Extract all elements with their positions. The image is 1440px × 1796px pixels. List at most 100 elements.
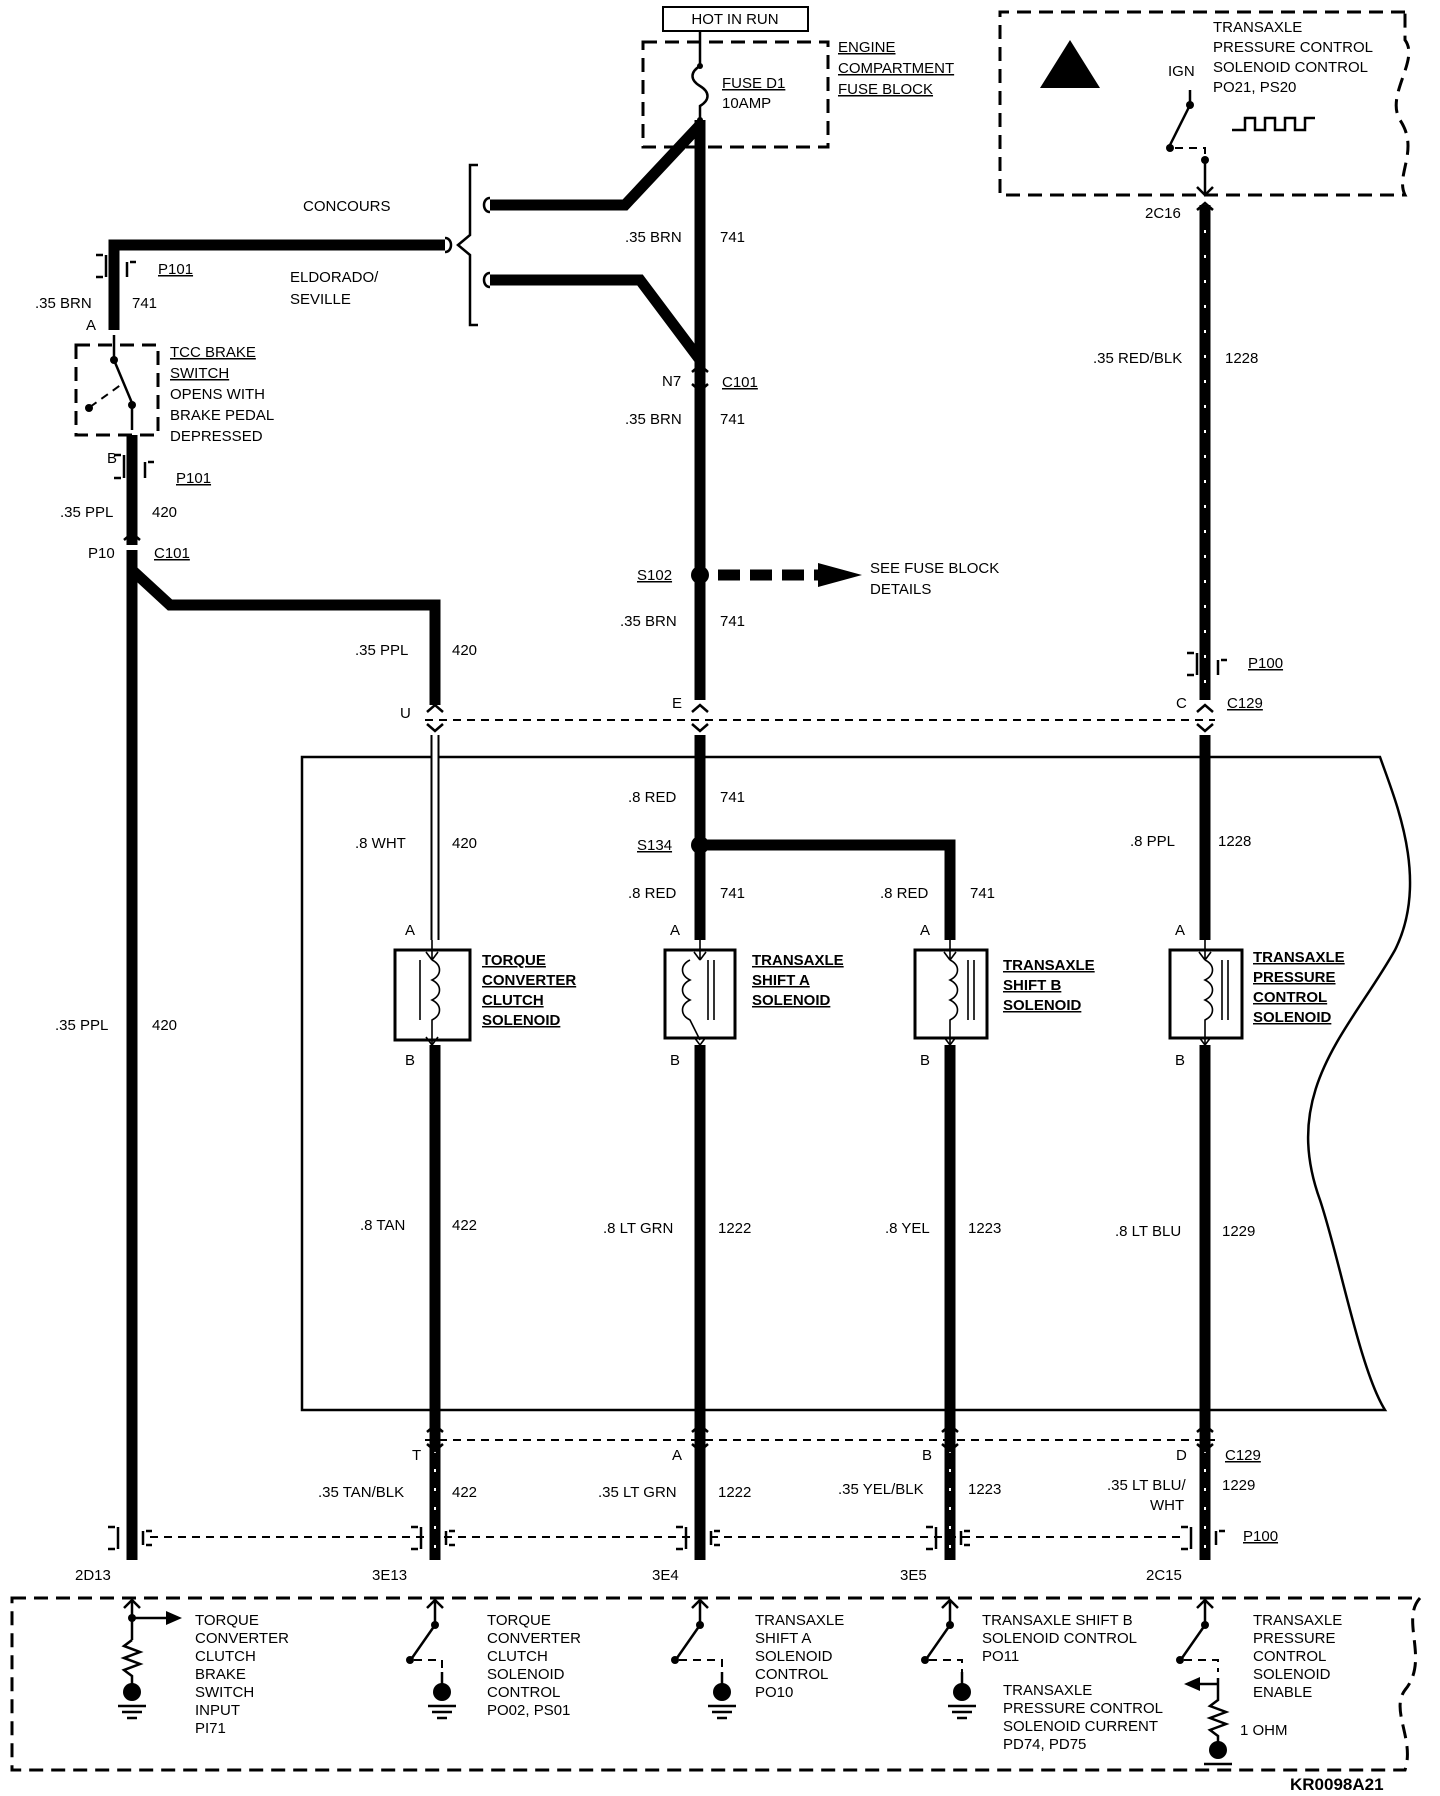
pcm-tcc-control-4: SOLENOID — [487, 1666, 565, 1683]
brake-pin-b: B — [107, 450, 117, 467]
wire-1228-ppl-label: .8 PPL — [1130, 833, 1175, 850]
esd-warning-icon — [1040, 40, 1100, 88]
svg-text:A: A — [670, 922, 680, 939]
pcm-brake-input-6: INPUT — [195, 1702, 240, 1719]
pcm-brake-input-circuit — [118, 1598, 182, 1720]
pcm-pin-2c15: 2C15 — [1146, 1567, 1182, 1584]
wire-420-circuit-1: 420 — [152, 504, 177, 521]
solenoid-shift-a-label-1: TRANSAXLE — [752, 952, 844, 969]
solenoid-tcc: A B — [393, 922, 472, 1069]
wire-1229-ltblu-label: .8 LT BLU — [1115, 1223, 1181, 1240]
model-brace — [456, 163, 478, 327]
wire-420-ppl-label-1: .35 PPL — [60, 504, 113, 521]
see-fuse-label-1: SEE FUSE BLOCK — [870, 560, 999, 577]
wire-1223-yel-label: .8 YEL — [885, 1220, 930, 1237]
wire-741-red-label-1: .8 RED — [628, 789, 677, 806]
brake-switch-outline — [74, 343, 160, 437]
solenoid-shift-a: A B — [663, 922, 737, 1069]
splice-s134-label: S134 — [637, 837, 672, 854]
pcm-pc-enable-4: SOLENOID — [1253, 1666, 1331, 1683]
pcm-pc-current-4: PD74, PD75 — [1003, 1736, 1086, 1753]
ecm-title-2: PRESSURE CONTROL — [1213, 39, 1373, 56]
conn-p100-1: P100 — [1248, 655, 1283, 672]
fuse-symbol — [691, 48, 709, 120]
conn-p100-2: P100 — [1243, 1528, 1278, 1545]
solenoid-shift-b-label-1: TRANSAXLE — [1003, 957, 1095, 974]
ecm-title-3: SOLENOID CONTROL — [1213, 59, 1368, 76]
wire-422-tanblk-label: .35 TAN/BLK — [318, 1484, 404, 1501]
wire-1229-ltbluwht-label-1: .35 LT BLU/ — [1107, 1477, 1186, 1494]
solenoid-pc-label-3: CONTROL — [1253, 989, 1327, 1006]
wire-741-brn-label-4: .35 BRN — [35, 295, 92, 312]
solenoid-shift-a-label-2: SHIFT A — [752, 972, 810, 989]
solenoid-shift-a-label-3: SOLENOID — [752, 992, 831, 1009]
wire-741-red-label-2: .8 RED — [628, 885, 677, 902]
fuse-name: FUSE D1 — [722, 75, 785, 92]
conn-t: T — [412, 1447, 421, 1464]
pcm-pin-3e4: 3E4 — [652, 1567, 679, 1584]
wire-1222-ltgrn35-label: .35 LT GRN — [598, 1484, 677, 1501]
pcm-pin-3e13: 3E13 — [372, 1567, 407, 1584]
wire-420-circuit-2: 420 — [452, 642, 477, 659]
svg-text:B: B — [405, 1052, 415, 1069]
conn-e: E — [672, 695, 682, 712]
pcm-shift-a-4: CONTROL — [755, 1666, 828, 1683]
wire-420-circuit-3: 420 — [152, 1017, 177, 1034]
pcm-brake-input-2: CONVERTER — [195, 1630, 289, 1647]
conn-d-c129: D — [1176, 1447, 1187, 1464]
pcm-shift-b-driver — [921, 1598, 976, 1720]
pcm-tcc-control-6: PO02, PS01 — [487, 1702, 570, 1719]
wire-1228-circuit-2: 1228 — [1218, 833, 1251, 850]
pwm-signal-icon — [1232, 116, 1315, 132]
fuse-rating: 10AMP — [722, 95, 771, 112]
wire-741-circuit-1: 741 — [720, 229, 745, 246]
fuse-block-title-2: COMPARTMENT — [838, 60, 954, 77]
conn-u: U — [400, 705, 411, 722]
brake-pin-a: A — [86, 317, 96, 334]
brake-switch-desc-2: BRAKE PEDAL — [170, 407, 274, 424]
pcm-pc-enable-1: TRANSAXLE — [1253, 1612, 1342, 1629]
wire-1229-ltbluwht-label-2: WHT — [1150, 1497, 1184, 1514]
wire-741-circuit-4: 741 — [132, 295, 157, 312]
pcm-brake-input-7: PI71 — [195, 1720, 226, 1737]
pcm-shift-a-driver — [671, 1598, 736, 1720]
wire-1222-circuit-1: 1222 — [718, 1220, 751, 1237]
wire-420-wht-label: .8 WHT — [355, 835, 406, 852]
wire-1223-yelblk-label: .35 YEL/BLK — [838, 1481, 924, 1498]
svg-text:A: A — [1175, 922, 1185, 939]
ecm-ign-label: IGN — [1168, 63, 1195, 80]
wire-741-circuit-7: 741 — [970, 885, 995, 902]
pcm-tcc-driver — [406, 1598, 456, 1720]
conn-c129-2: C129 — [1225, 1447, 1261, 1464]
pcm-pc-enable-3: CONTROL — [1253, 1648, 1326, 1665]
wire-420-ppl-label-2: .35 PPL — [355, 642, 408, 659]
fuse-block-title-1: ENGINE — [838, 39, 896, 56]
wire-741-red-label-3: .8 RED — [880, 885, 929, 902]
wire-1223-circuit-1: 1223 — [968, 1220, 1001, 1237]
wire-420-circuit-4: 420 — [452, 835, 477, 852]
concours-label: CONCOURS — [303, 198, 391, 215]
conn-p101-1: P101 — [158, 261, 193, 278]
splice-s102 — [691, 566, 709, 584]
see-fuse-label-2: DETAILS — [870, 581, 931, 598]
wire-741-eldorado-branch — [490, 274, 705, 364]
brake-switch-desc-3: DEPRESSED — [170, 428, 263, 445]
wire-1222-circuit-2: 1222 — [718, 1484, 751, 1501]
solenoid-shift-b-label-2: SHIFT B — [1003, 977, 1061, 994]
pcm-resistor-label: 1 OHM — [1240, 1722, 1288, 1739]
conn-c101-1: C101 — [722, 374, 758, 391]
brake-switch-desc-1: OPENS WITH — [170, 386, 265, 403]
ecm-pin-2c16: 2C16 — [1145, 205, 1181, 222]
wire-741-circuit-6: 741 — [720, 885, 745, 902]
pcm-pc-current-2: PRESSURE CONTROL — [1003, 1700, 1163, 1717]
solenoid-shift-b-label-3: SOLENOID — [1003, 997, 1082, 1014]
conn-p10: P10 — [88, 545, 115, 562]
pcm-brake-input-5: SWITCH — [195, 1684, 254, 1701]
wire-741-concours-branch — [490, 121, 705, 211]
see-fuse-arrow — [818, 563, 862, 587]
p100-bottom-connectors — [108, 1525, 1225, 1551]
solenoid-shift-b: A B — [913, 922, 989, 1069]
figure-id: KR0098A21 — [1290, 1775, 1384, 1794]
eldorado-label-1: ELDORADO/ — [290, 269, 379, 286]
